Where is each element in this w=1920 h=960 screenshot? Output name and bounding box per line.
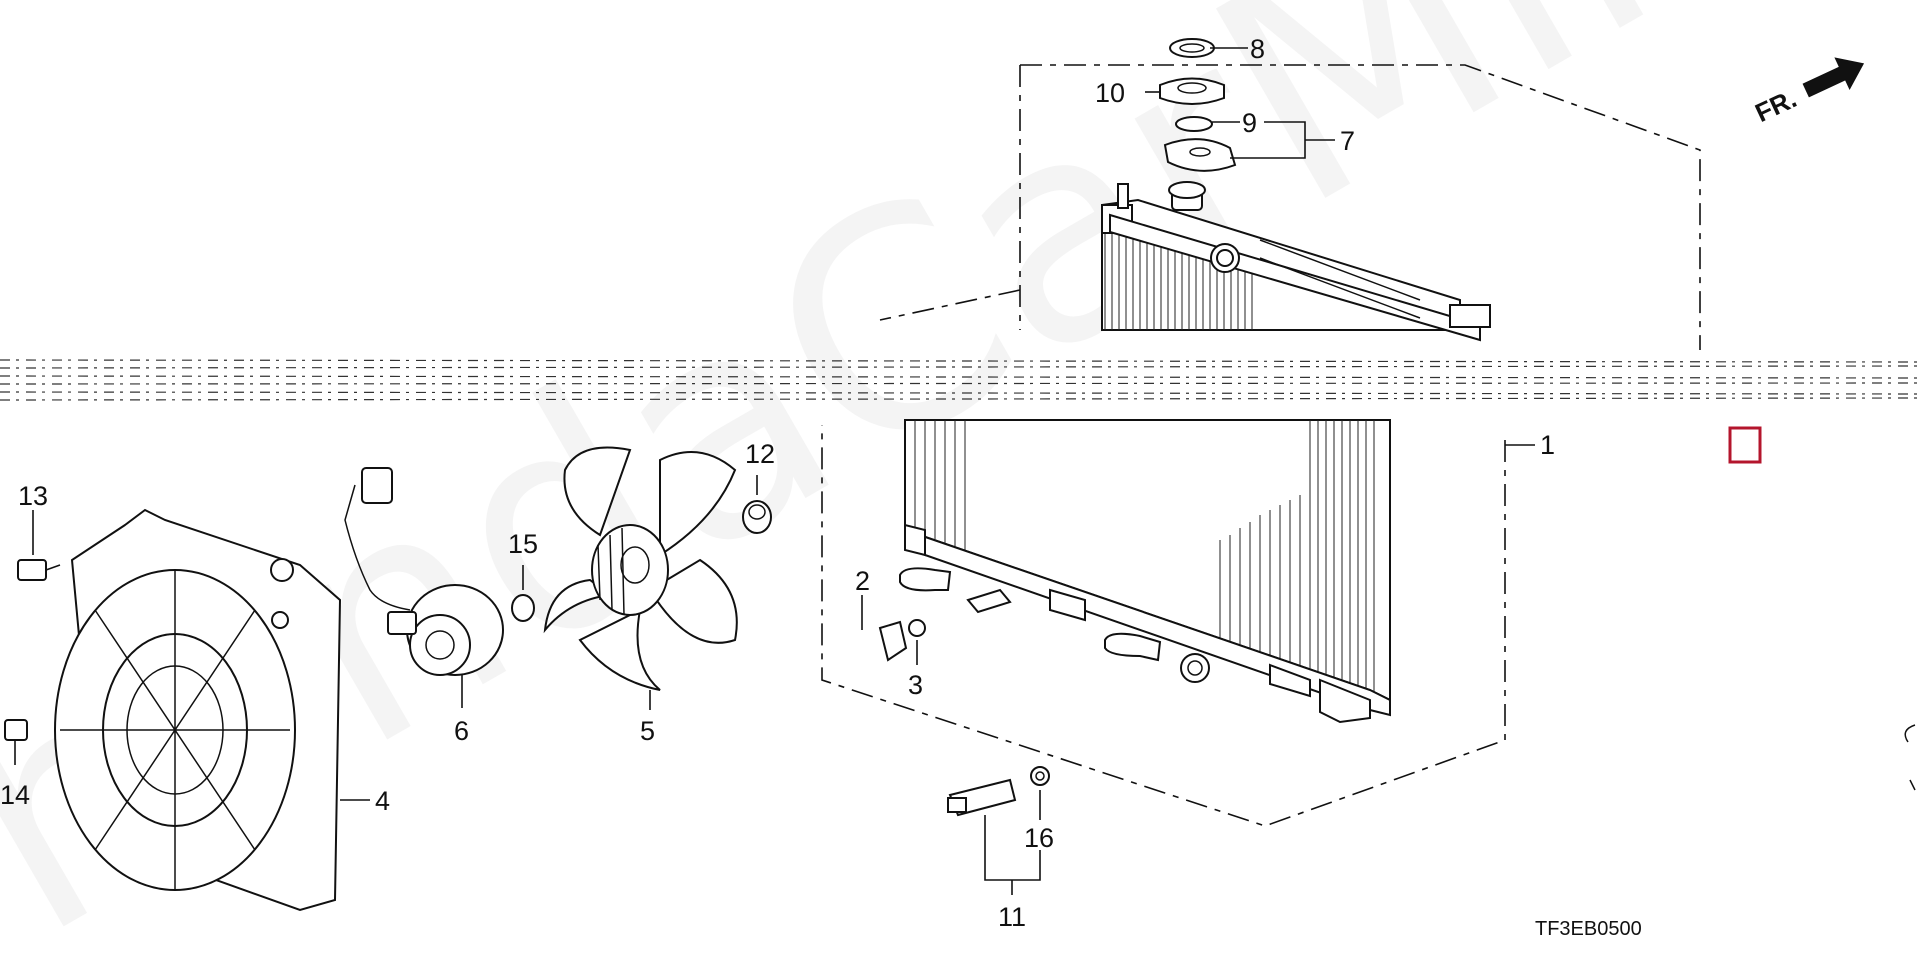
radiator-assembly-boundary <box>821 64 1701 827</box>
front-direction-label: FR. <box>1750 83 1801 128</box>
callout-16: 16 <box>1024 823 1054 853</box>
fan-motor <box>344 467 504 676</box>
partial-part-right-edge <box>1904 724 1916 791</box>
front-arrow-icon <box>1802 57 1865 98</box>
scan-noise <box>0 359 1920 401</box>
highlight-marker <box>1728 426 1762 464</box>
callout-1: 1 <box>1540 430 1555 460</box>
callout-15: 15 <box>508 529 538 559</box>
callout-6: 6 <box>454 716 469 746</box>
callout-2: 2 <box>855 566 870 596</box>
cooling-fan <box>543 446 738 691</box>
callout-9: 9 <box>1242 108 1257 138</box>
radiator-upper <box>1101 181 1491 342</box>
callout-4: 4 <box>375 786 390 816</box>
callout-8: 8 <box>1250 34 1265 64</box>
callout-10: 10 <box>1095 78 1125 108</box>
diagram-reference-code: TF3EB0500 <box>1535 918 1642 940</box>
radiator-cap-group <box>1159 38 1237 172</box>
fan-shroud <box>54 508 342 912</box>
callout-13: 13 <box>18 481 48 511</box>
radiator-lower <box>899 419 1391 724</box>
callout-7: 7 <box>1340 126 1355 156</box>
leader-lines <box>14 47 1535 895</box>
callout-5: 5 <box>640 716 655 746</box>
callout-3: 3 <box>908 670 923 700</box>
callout-12: 12 <box>745 439 775 469</box>
callout-14: 14 <box>0 780 30 810</box>
small-parts <box>4 500 1050 817</box>
callout-11: 11 <box>998 902 1026 932</box>
front-direction-indicator: FR. <box>1750 57 1865 128</box>
callout-labels: 1 2 3 4 5 6 7 8 9 10 11 12 13 14 15 16 <box>0 34 1555 932</box>
